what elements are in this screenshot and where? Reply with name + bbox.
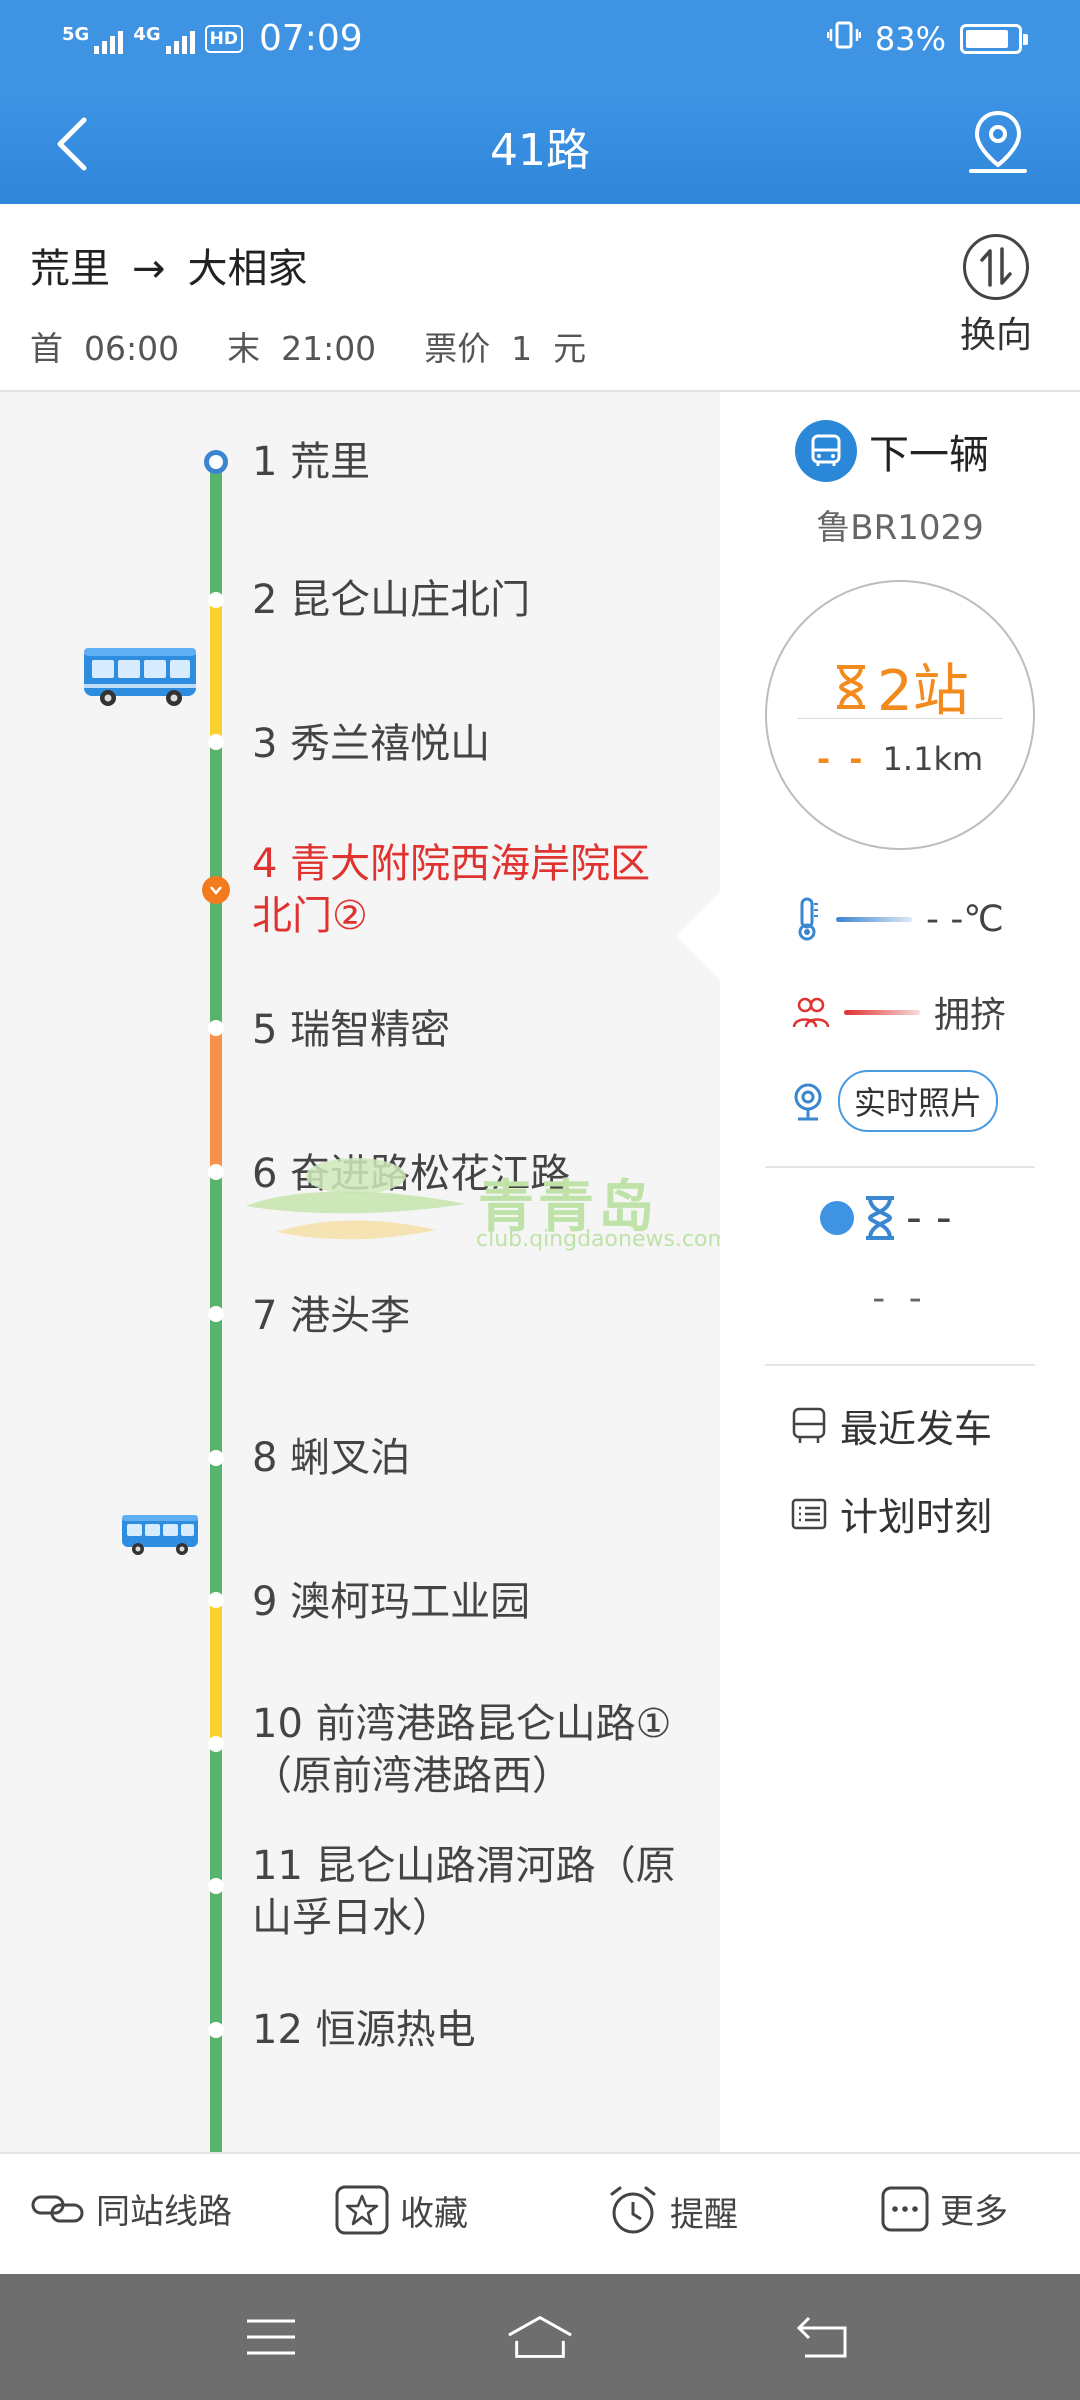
second-bus: - - [820,1192,952,1243]
start-stop-marker [204,450,228,474]
line-segment-green [210,1747,222,2152]
photo-row: 实时照片 [792,1070,999,1132]
star-icon [335,2185,389,2235]
line-segment-yellow [210,600,222,742]
route-arrow: → [132,246,166,292]
bus-icon [795,420,857,482]
vibrate-icon [826,20,862,58]
battery-icon [960,24,1028,54]
bus-icon-small[interactable] [120,1512,200,1562]
system-navigation-bar [0,2274,1080,2400]
stop-marker [208,1592,224,1608]
nav-menu-button[interactable] [236,2304,306,2370]
route-destination: 大相家 [187,246,308,292]
stop-marker [208,1306,224,1322]
realtime-photo-button[interactable]: 实时照片 [838,1070,999,1132]
route-meta: 首 06:00 末 21:00 票价 1 元 [30,322,586,370]
back-button[interactable] [30,102,114,186]
favorite-button[interactable]: 收藏 [334,2184,468,2236]
stop-marker [208,1164,224,1180]
link-icon [31,2195,84,2222]
hourglass-icon [866,1195,894,1240]
stop-marker [208,1450,224,1466]
bus-outline-icon [792,1407,826,1443]
fare: 票价 1 元 [424,329,587,368]
route-origin: 荒里 [30,246,110,292]
hourglass-icon [837,664,866,709]
line-segment-green [210,462,222,600]
plate-number: 鲁BR1029 [816,508,984,548]
reminder-button[interactable]: 提醒 [606,2184,738,2238]
last-bus-time: 末 21:00 [227,329,377,368]
title-bar: 41路 [0,84,1080,204]
line-segment-green [210,1422,222,1602]
route-info: 荒里 → 大相家 首 06:00 末 21:00 票价 1 元 换向 [0,204,1080,392]
stop-list[interactable]: 1 荒里 2 昆仑山庄北门 3 秀兰禧悦山 4 青大附院西海岸院区北门② 5 瑞… [0,392,720,2152]
temperature-row: - -℃ [792,896,1004,942]
more-button[interactable]: 更多 [880,2184,1008,2233]
bus-icon-large[interactable] [82,644,200,714]
second-bus-sub: - - [872,1278,928,1319]
nav-home-button[interactable] [505,2304,575,2370]
signal-5g-icon: 5G [62,24,124,54]
next-bus-panel: 下一辆 鲁BR1029 2站 - -1.1km - -℃ 拥挤 实时照片 - -… [720,392,1080,2152]
stop-marker [208,1736,224,1752]
line-segment-orange [210,1022,222,1172]
hd-voice-icon: HD [204,24,243,53]
map-pin-icon [969,110,1027,173]
menu-icon [247,2319,295,2355]
stop-marker [208,1020,224,1036]
schedule-link[interactable]: 计划时刻 [790,1486,992,1541]
switch-direction-button[interactable]: 换向 [946,234,1046,358]
bottom-toolbar: 同站线路 收藏 提醒 更多 [0,2152,1080,2274]
eta-circle[interactable]: 2站 - -1.1km [765,580,1035,850]
stop-marker [208,1878,224,1894]
watermark-text: 青青岛 [478,1175,658,1240]
home-icon [508,2315,572,2358]
watermark-url: club.qingdaonews.com [476,1227,729,1252]
chevron-down-icon [210,886,222,895]
thermometer-icon [798,897,818,941]
nav-back-button[interactable] [788,2304,858,2370]
map-button[interactable] [956,100,1040,184]
eta-stops: 2站 [767,646,1033,727]
route-direction: 荒里 → 大相家 [30,236,308,294]
current-stop-pointer [676,892,720,980]
more-dots-icon [881,2186,929,2231]
second-bus-dot [820,1200,854,1235]
crowd-row: 拥挤 [792,986,1006,1038]
eta-distance: - -1.1km [816,740,984,778]
signal-4g-icon: 4G [133,24,195,54]
stop-marker [208,592,224,608]
stop-marker [208,2022,224,2038]
next-bus-header: 下一辆 [795,420,989,482]
back-arrow-icon [796,2316,847,2358]
line-segment-yellow [210,1602,222,1747]
list-icon [791,1498,827,1529]
same-station-lines-button[interactable]: 同站线路 [30,2184,232,2233]
page-title: 41路 [490,125,590,176]
status-time: 07:09 [258,18,363,59]
swap-vertical-icon [963,234,1029,300]
people-icon [792,997,830,1028]
stop-marker [208,734,224,750]
chevron-left-icon [57,117,87,171]
first-bus-time: 首 06:00 [30,329,180,368]
battery-percent: 83% [874,20,946,58]
camera-icon [794,1083,822,1121]
alarm-clock-icon [610,2186,656,2234]
recent-departure-link[interactable]: 最近发车 [790,1398,992,1453]
status-bar: 5G 4G HD 07:09 83% [0,0,1080,84]
current-stop-marker [202,876,230,904]
